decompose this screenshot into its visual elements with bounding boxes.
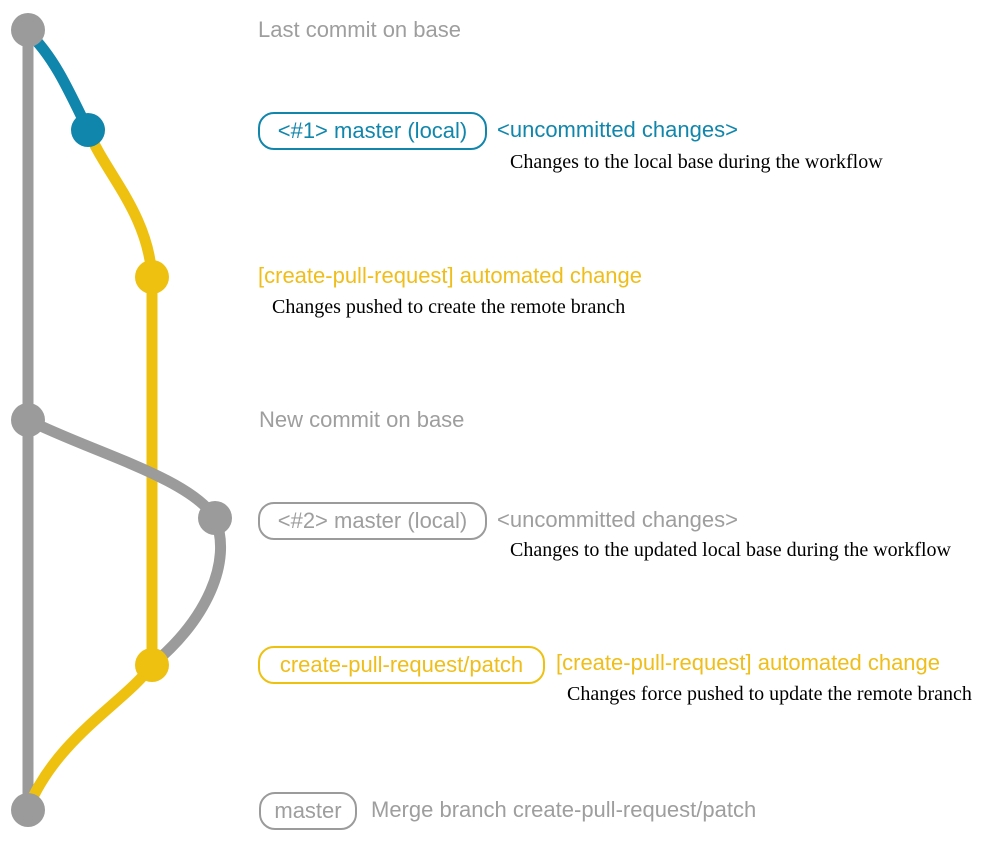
commit-dot-local-1 <box>71 113 105 147</box>
commit-dot-merge <box>11 793 45 827</box>
badge-master-local-2: <#2> master (local) <box>258 502 487 540</box>
merge-edge <box>22 659 158 814</box>
label-last-commit-on-base: Last commit on base <box>258 17 461 42</box>
badge-master-local-1: <#1> master (local) <box>258 112 487 150</box>
patch-branch-edge-out <box>82 124 158 283</box>
label-automated-change-1: [create-pull-request] automated change <box>258 263 643 288</box>
uncommitted-changes-edge-1 <box>22 26 94 136</box>
desc-automated-change-2: Changes force pushed to update the remot… <box>567 683 972 705</box>
updated-base-edge-out <box>22 414 221 524</box>
desc-uncommitted-changes-2: Changes to the updated local base during… <box>510 539 951 561</box>
desc-uncommitted-changes-1: Changes to the local base during the wor… <box>510 151 883 173</box>
badge-master: master <box>259 792 357 830</box>
commit-dot-local-2 <box>198 501 232 535</box>
label-merge-branch: Merge branch create-pull-request/patch <box>371 797 757 822</box>
label-new-commit-on-base: New commit on base <box>259 407 465 432</box>
label-uncommitted-changes-2: <uncommitted changes> <box>497 507 738 532</box>
commit-dot-new-base <box>11 403 45 437</box>
badge-create-pull-request-patch: create-pull-request/patch <box>258 646 545 684</box>
desc-automated-change-1: Changes pushed to create the remote bran… <box>272 296 626 318</box>
commit-dot-patch-1 <box>135 260 169 294</box>
force-push-edge-in <box>146 512 227 671</box>
commit-dot-patch-2 <box>135 648 169 682</box>
commit-dot-last-base <box>11 13 45 47</box>
label-uncommitted-changes-1: <uncommitted changes> <box>497 117 738 142</box>
label-automated-change-2: [create-pull-request] automated change <box>556 650 941 675</box>
